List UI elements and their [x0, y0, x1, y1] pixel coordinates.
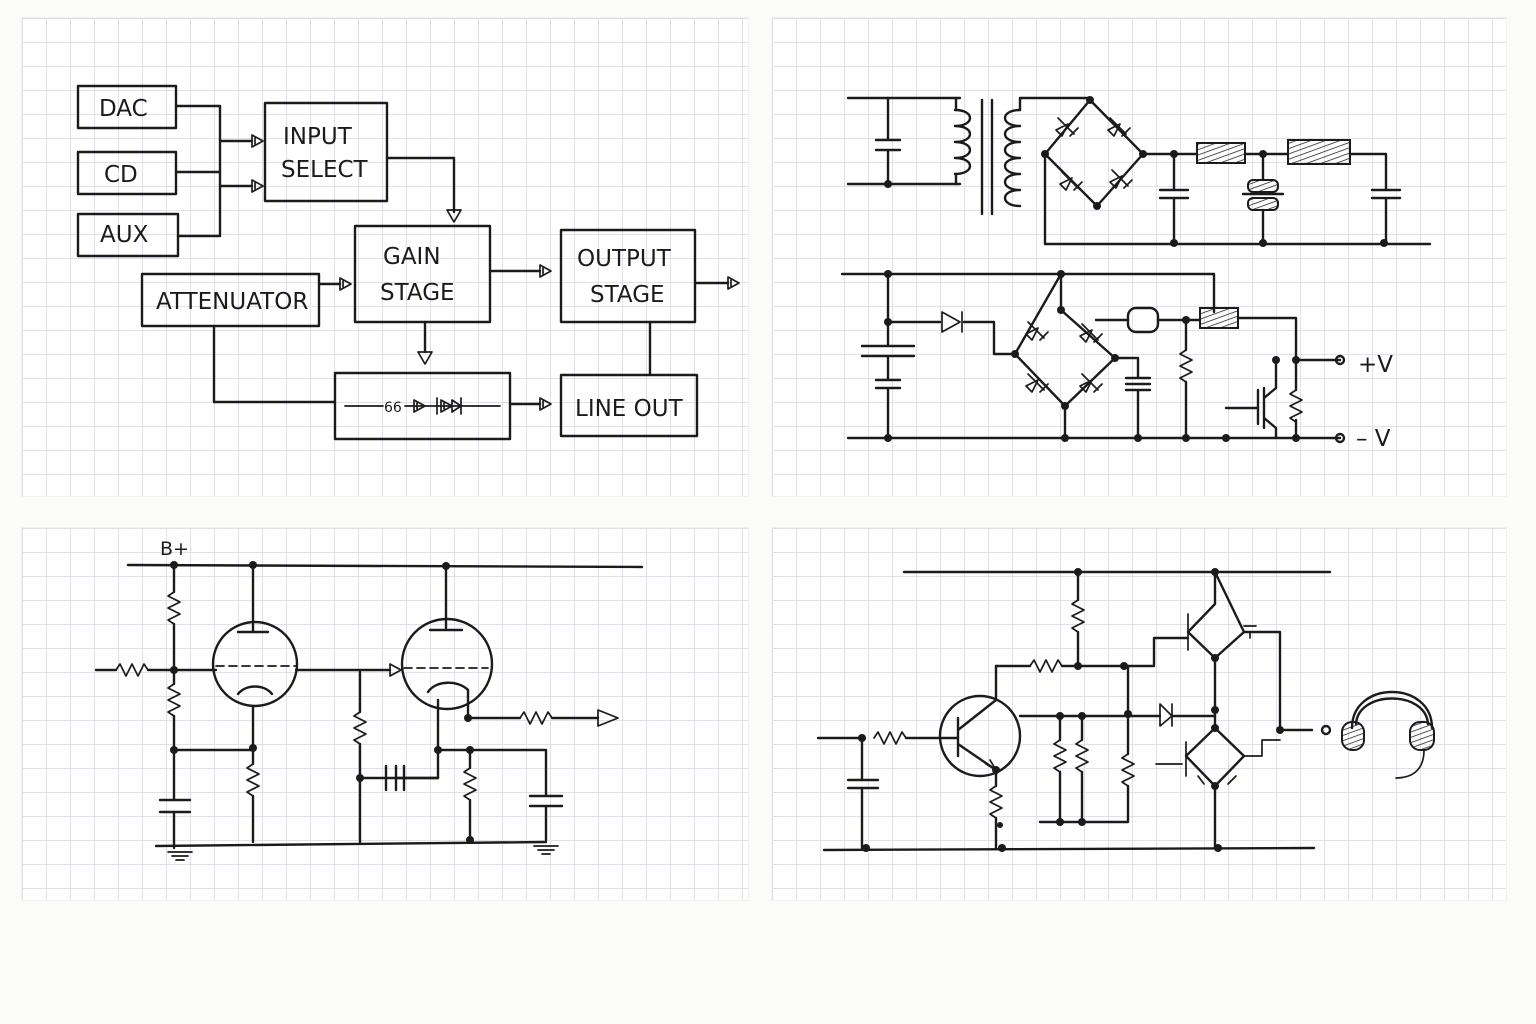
block-connections	[176, 106, 740, 411]
cd-label: CD	[104, 162, 138, 188]
line-out-label: LINE OUT	[575, 396, 684, 422]
filter-label: 66	[384, 400, 402, 416]
output-stage-label-1: OUTPUT	[577, 246, 672, 272]
regulated-supply: +V – V	[842, 270, 1393, 452]
unregulated-supply	[848, 96, 1430, 247]
b-plus-label: B+	[160, 538, 189, 560]
gain-stage-block: GAIN STAGE	[355, 226, 490, 322]
input-select-label-2: SELECT	[281, 157, 369, 183]
sheet-headphone-amp	[772, 528, 1506, 900]
filter-block: 66	[335, 373, 510, 439]
input-select-block: INPUT SELECT	[265, 103, 387, 201]
gain-stage-label-2: STAGE	[380, 280, 455, 306]
aux-label: AUX	[100, 222, 149, 248]
output-stage-block: OUTPUT STAGE	[561, 230, 695, 322]
headphone-amp	[818, 568, 1434, 852]
gain-stage-label-1: GAIN	[383, 244, 441, 270]
block-diagram: DAC CD AUX INPUT SELECT GAIN STAGE	[78, 86, 740, 439]
minus-v-label: – V	[1356, 426, 1391, 452]
plus-v-label: +V	[1358, 352, 1393, 378]
cd-block: CD	[78, 152, 176, 194]
sheet-tube-stage	[22, 528, 748, 900]
sheet-block-diagram	[22, 18, 748, 496]
headphones-icon	[1342, 692, 1434, 778]
output-stage-label-2: STAGE	[590, 282, 665, 308]
aux-block: AUX	[78, 214, 178, 256]
input-select-label-1: INPUT	[283, 124, 353, 150]
line-out-block: LINE OUT	[561, 375, 697, 436]
tube-stage: B+	[96, 538, 642, 861]
dac-label: DAC	[99, 96, 148, 122]
dac-block: DAC	[78, 86, 176, 128]
attenuator-block: ATTENUATOR	[142, 274, 319, 326]
attenuator-label: ATTENUATOR	[156, 289, 308, 315]
